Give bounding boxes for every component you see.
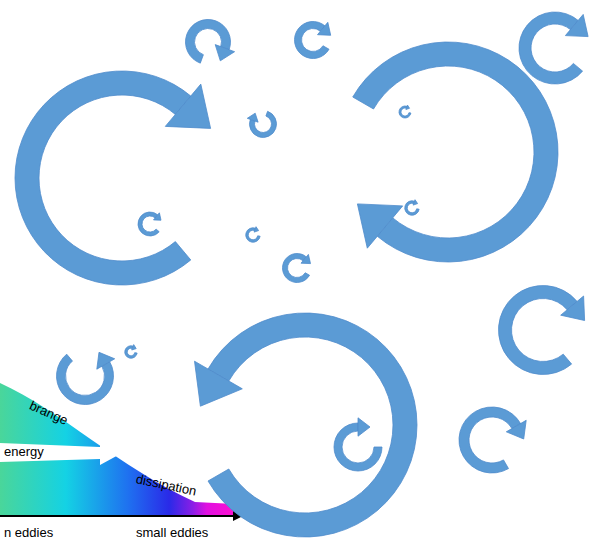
eddy-arrow <box>405 200 419 216</box>
eddy-arrowhead <box>195 361 243 406</box>
axis-label: small eddies <box>136 526 208 540</box>
eddy-arc <box>459 407 521 473</box>
eddy-arrow <box>125 345 137 359</box>
eddy-arrow <box>185 19 234 63</box>
eddy-group <box>15 12 588 537</box>
eddy-arrowhead <box>565 14 588 36</box>
eddy-arrow <box>282 253 310 282</box>
eddy-arrow <box>294 21 330 58</box>
energy-arrow <box>0 441 122 465</box>
eddy-arrowhead <box>97 352 115 369</box>
eddy-arrow <box>353 42 558 262</box>
eddy-arrowhead <box>154 213 162 220</box>
eddy-arc <box>282 253 309 282</box>
eddy-arrowhead <box>301 254 311 263</box>
eddy-arrowhead <box>506 420 526 439</box>
eddy-arc <box>15 71 191 285</box>
eddy-arrowhead <box>413 200 418 205</box>
eddy-arrow <box>399 105 411 118</box>
eddy-arrowhead <box>357 204 402 248</box>
eddy-arrowhead <box>406 105 410 109</box>
eddy-arrowhead <box>247 113 258 122</box>
eddy-arrow <box>459 407 526 473</box>
eddy-arc <box>399 106 411 118</box>
eddy-arrow <box>15 71 211 285</box>
eddy-arrow <box>334 418 382 471</box>
eddy-arrowhead <box>132 345 137 350</box>
eddy-arc <box>499 286 578 375</box>
eddy-arrow <box>195 313 417 537</box>
eddy-arc <box>208 313 417 537</box>
eddy-arrowhead <box>215 45 234 61</box>
eddy-arrowhead <box>165 84 210 128</box>
axis-label: n eddies <box>4 526 53 540</box>
eddy-arrow <box>138 212 161 236</box>
eddy-arrow <box>57 352 115 404</box>
eddy-arc <box>353 42 558 262</box>
eddy-arc <box>519 12 583 84</box>
energy-label: energy <box>4 445 44 459</box>
eddy-arrowhead <box>254 227 259 232</box>
eddy-arrowhead <box>318 22 331 35</box>
eddy-arrow <box>247 111 276 137</box>
eddy-arrow <box>519 12 588 84</box>
axis-line <box>0 515 234 517</box>
eddy-arrow <box>499 286 585 375</box>
eddy-arrow <box>246 227 260 243</box>
eddy-arc <box>138 212 159 236</box>
eddy-arrowhead <box>561 296 585 321</box>
eddy-arrowhead <box>358 418 370 436</box>
